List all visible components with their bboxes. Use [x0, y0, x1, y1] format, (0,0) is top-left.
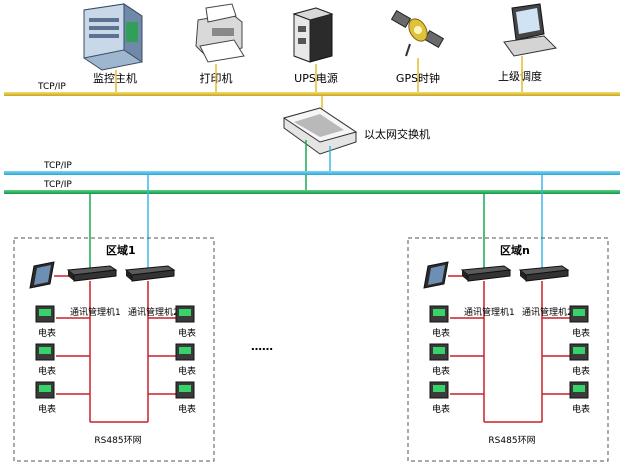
meter-label: 电表: [432, 365, 450, 377]
touch-screen-icon: [423, 261, 449, 289]
meter-icon: [569, 305, 589, 323]
tcpip-bus-green: [4, 190, 620, 194]
meter-label: 电表: [572, 403, 590, 415]
region-title: 区域1: [106, 243, 136, 257]
ups-icon: [292, 7, 334, 63]
region-1: 区域1 通讯管理机1: [13, 237, 215, 462]
meter-label: 电表: [432, 327, 450, 339]
comm-manager-1-icon: [66, 265, 118, 282]
meter-label: 电表: [38, 365, 56, 377]
region-n: 区域n 通讯管理机1 通讯管理机2: [407, 237, 609, 462]
ethernet-switch-icon: [282, 107, 358, 155]
device-label-dispatch: 上级调度: [498, 69, 542, 83]
comm-manager-2-icon: [124, 265, 176, 282]
device-label-monitor-host: 监控主机: [93, 71, 137, 85]
tcpip-bus-top: [4, 92, 620, 96]
switch-label: 以太网交换机: [364, 127, 430, 141]
satellite-icon: [390, 9, 445, 57]
ellipsis: ……: [251, 340, 273, 353]
meter-icon: [429, 381, 449, 399]
region-title: 区域n: [500, 243, 530, 257]
meter-icon: [35, 381, 55, 399]
comm-manager-2-label: 通讯管理机2: [522, 306, 573, 318]
comm-manager-1-icon: [460, 265, 512, 282]
comm-manager-1-label: 通讯管理机1: [464, 306, 515, 318]
comm-manager-2-icon: [518, 265, 570, 282]
rs485-ring: [56, 281, 176, 423]
meter-icon: [569, 381, 589, 399]
tcpip-label-top: TCP/IP: [37, 82, 66, 92]
meter-label: 电表: [432, 403, 450, 415]
rs485-ring: [450, 281, 570, 423]
comm-manager-1-label: 通讯管理机1: [70, 306, 121, 318]
meter-label: 电表: [178, 403, 196, 415]
meter-label: 电表: [38, 327, 56, 339]
printer-icon: [195, 3, 245, 63]
tcpip-label-low: TCP/IP: [43, 180, 72, 190]
meter-icon: [35, 343, 55, 361]
meter-icon: [175, 343, 195, 361]
meter-label: 电表: [38, 403, 56, 415]
comm-manager-2-label: 通讯管理机2: [128, 306, 179, 318]
meter-icon: [569, 343, 589, 361]
touch-screen-icon: [29, 261, 55, 289]
meter-icon: [429, 305, 449, 323]
meter-icon: [429, 343, 449, 361]
server-icon: [83, 3, 143, 71]
top-bus-drops: [115, 56, 523, 93]
meter-icon: [175, 305, 195, 323]
meter-label: 电表: [178, 327, 196, 339]
tcpip-bus-cyan: [4, 171, 620, 175]
rs485-label: RS485环网: [94, 435, 141, 446]
tcpip-label-mid: TCP/IP: [43, 161, 72, 171]
meter-icon: [175, 381, 195, 399]
meter-label: 电表: [572, 365, 590, 377]
rs485-label: RS485环网: [488, 435, 535, 446]
meter-label: 电表: [178, 365, 196, 377]
meter-icon: [35, 305, 55, 323]
laptop-icon: [503, 3, 558, 57]
meter-label: 电表: [572, 327, 590, 339]
